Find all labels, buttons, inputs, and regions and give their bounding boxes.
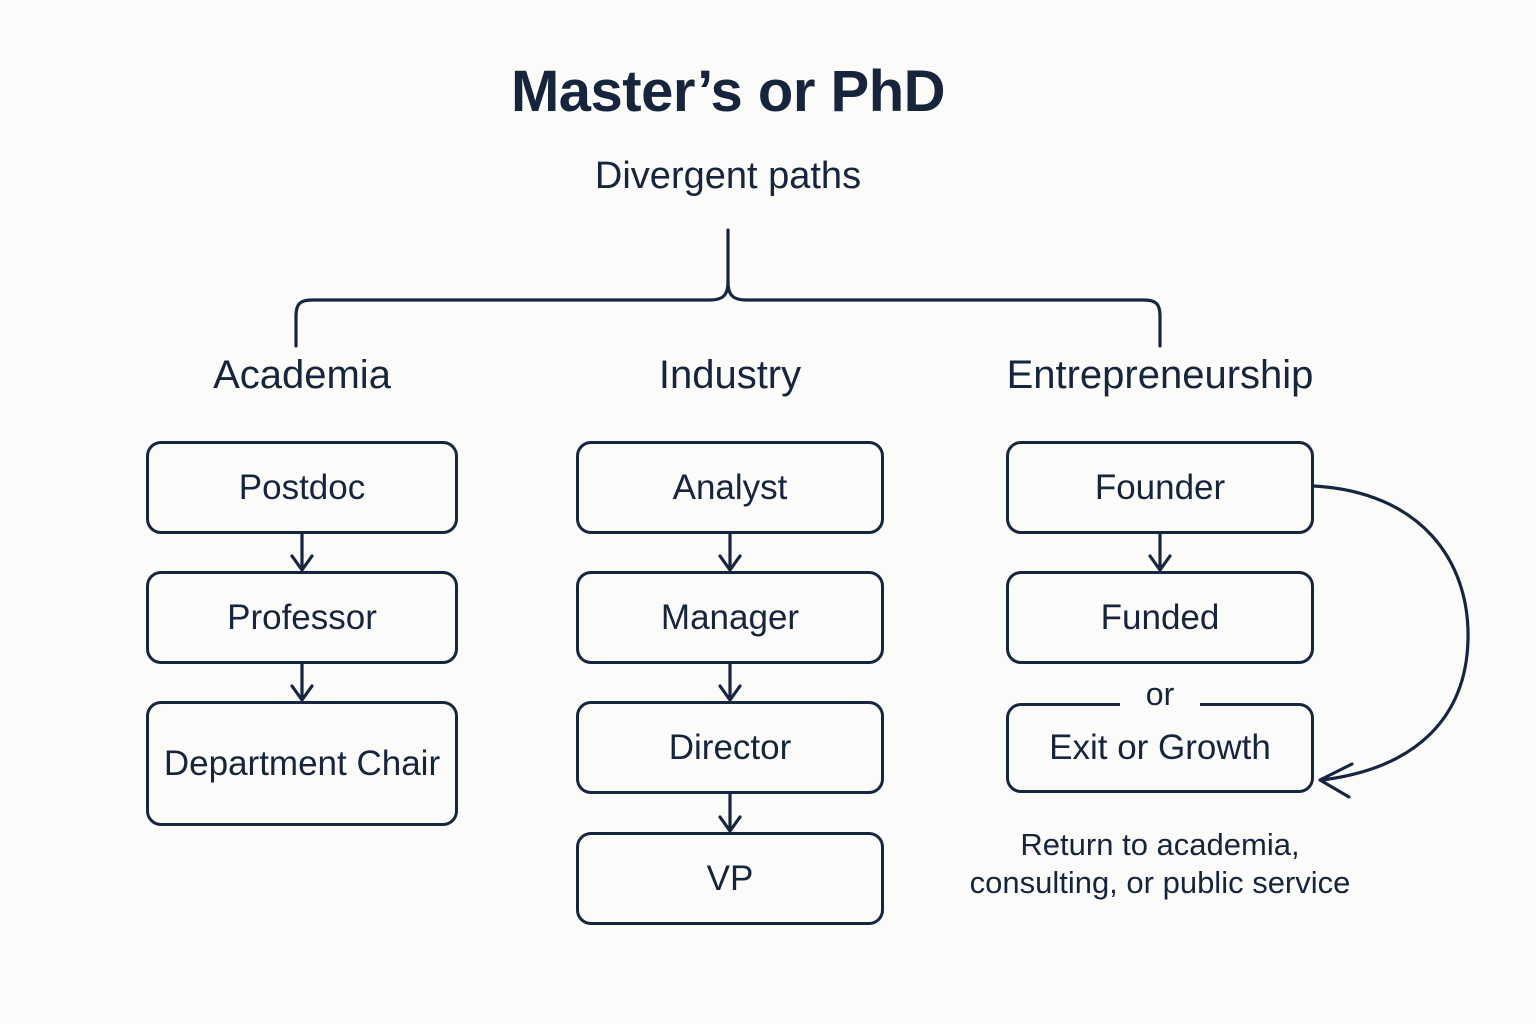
column-header-industry: Industry — [658, 353, 802, 397]
column-entrepreneurship: Entrepreneurship — [1006, 352, 1314, 398]
arrow-professor-department-chair — [290, 662, 314, 702]
arrow-founder-funded — [1148, 532, 1172, 572]
arrow-director-vp — [718, 792, 742, 833]
node-postdoc[interactable]: Postdoc — [146, 441, 458, 534]
column-header-academia: Academia — [213, 353, 391, 397]
node-manager[interactable]: Manager — [576, 571, 884, 664]
brace-connector — [294, 228, 730, 348]
node-director[interactable]: Director — [576, 701, 884, 794]
edge-label-or: or — [1120, 676, 1200, 716]
arrow-manager-director — [718, 662, 742, 702]
node-exit-or-growth[interactable]: Exit or Growth — [1006, 703, 1314, 793]
page-title: Master’s or PhD — [510, 59, 946, 124]
arrow-analyst-manager — [718, 532, 742, 572]
node-funded[interactable]: Funded — [1006, 571, 1314, 664]
entrepreneurship-footnote: Return to academia, consulting, or publi… — [969, 827, 1351, 901]
arrow-founder-exit-loop — [1312, 484, 1470, 799]
node-department-chair[interactable]: Department Chair — [146, 701, 458, 826]
column-industry: Industry — [576, 352, 884, 398]
node-founder[interactable]: Founder — [1006, 441, 1314, 534]
node-vp[interactable]: VP — [576, 832, 884, 925]
arrow-postdoc-professor — [290, 532, 314, 572]
page-subtitle: Divergent paths — [594, 155, 862, 197]
column-academia: Academia — [146, 352, 458, 398]
column-header-entrepreneurship: Entrepreneurship — [1006, 353, 1314, 397]
brace-connector-right — [726, 280, 1162, 348]
node-analyst[interactable]: Analyst — [576, 441, 884, 534]
node-professor[interactable]: Professor — [146, 571, 458, 664]
